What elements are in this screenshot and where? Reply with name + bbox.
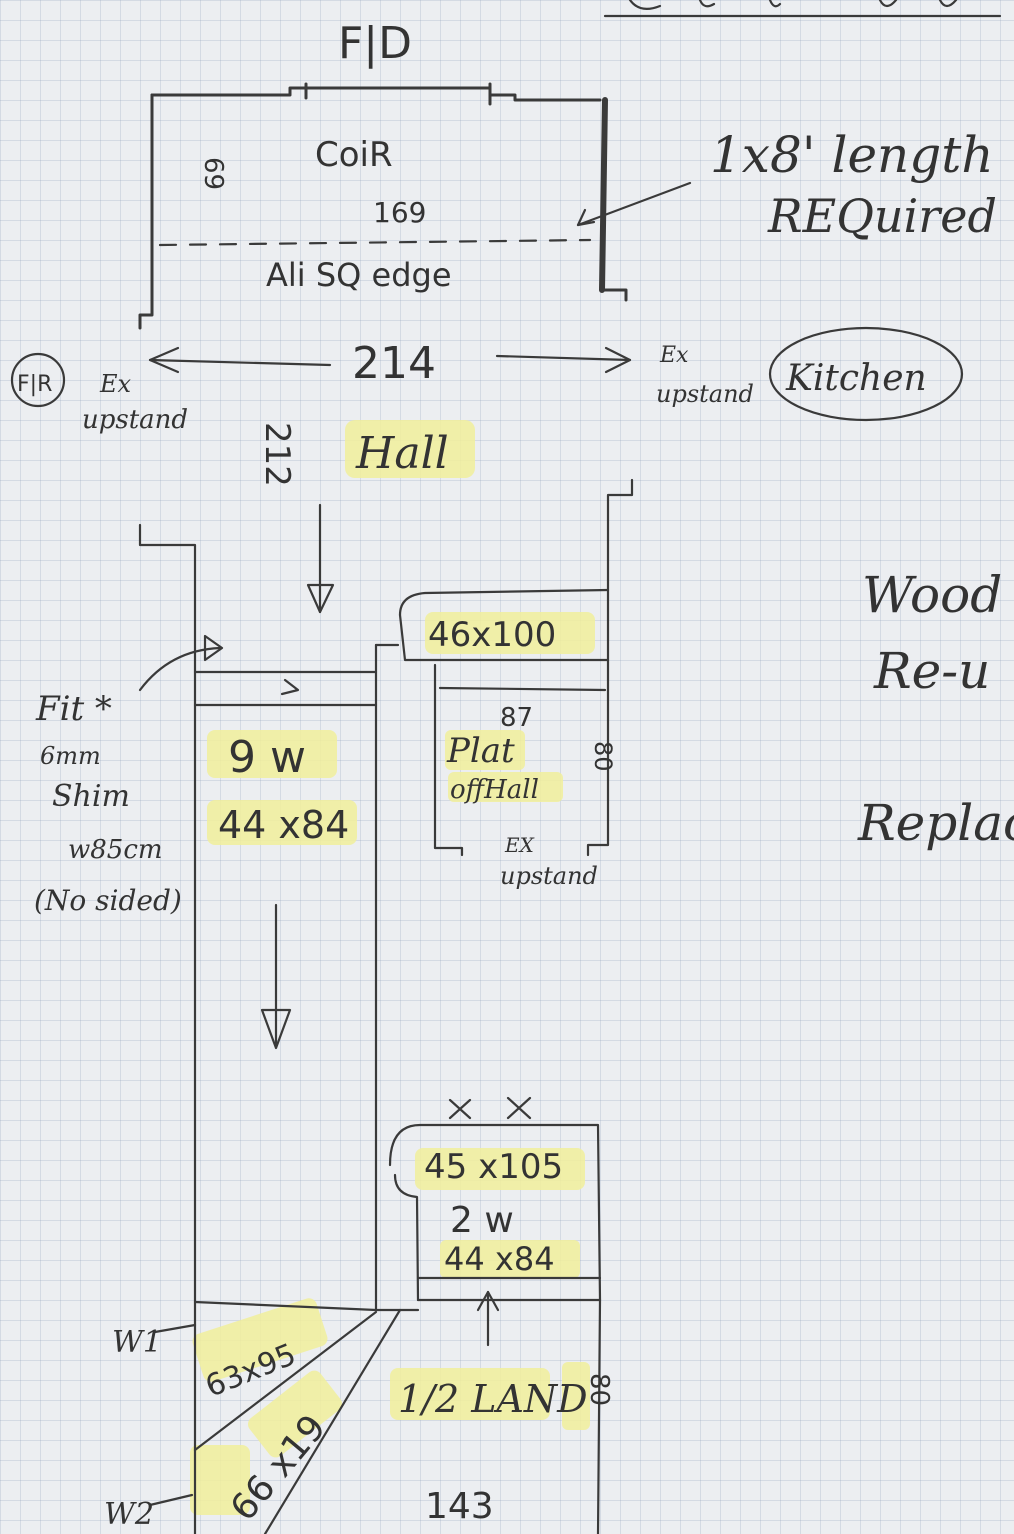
ex-upstand-mid-1: EX xyxy=(504,833,535,857)
front-door-label: F|D xyxy=(338,18,412,69)
width-214-label: 214 xyxy=(352,338,436,389)
ex-upstand-right-1: Ex xyxy=(659,343,689,368)
two-winders: 2 w xyxy=(450,1200,514,1241)
hall-label: Hall xyxy=(355,428,449,479)
width-214-dimension xyxy=(148,346,632,374)
side-replace: Replac xyxy=(857,794,1014,852)
ex-upstand-right-2: upstand xyxy=(656,380,754,408)
fit-w85cm: w85cm xyxy=(68,835,163,865)
fr-label: F|R xyxy=(17,372,52,397)
highlighter-marks xyxy=(190,420,595,1515)
plat-label: Plat xyxy=(446,731,515,771)
fit-no-sided: (No sided) xyxy=(34,884,182,917)
ex-upstand-left-1: Ex xyxy=(99,370,132,398)
hall-outline xyxy=(138,478,634,1534)
fit-shim: Shim xyxy=(52,779,130,814)
hall-depth-label: 212 xyxy=(257,422,297,487)
size-46x100: 46x100 xyxy=(428,615,556,655)
coir-depth-label: 69 xyxy=(198,157,228,190)
plat-87: 87 xyxy=(500,703,533,733)
size-44x84-a: 44 x84 xyxy=(218,803,349,847)
side-reuse: Re-u xyxy=(873,642,990,700)
edge-label: Ali SQ edge xyxy=(266,256,452,294)
w2-label: W2 xyxy=(104,1497,154,1532)
w1-label: W1 xyxy=(112,1325,162,1360)
half-landing: 1/2 LAND xyxy=(398,1377,588,1421)
width-143: 143 xyxy=(425,1486,494,1527)
fr-circle xyxy=(10,352,66,408)
nine-winders: 9 w xyxy=(228,732,306,783)
plat-off-hall: offHall xyxy=(450,775,539,805)
coir-width-label: 169 xyxy=(373,196,426,229)
size-45x105: 45 x105 xyxy=(424,1147,563,1187)
fit-6mm: 6mm xyxy=(40,742,101,770)
coir-area-outline xyxy=(138,82,692,330)
note-length: 1x8' length xyxy=(710,126,994,184)
ex-upstand-mid-2: upstand xyxy=(500,862,598,890)
kitchen-label: Kitchen xyxy=(785,358,927,399)
size-44x84-b: 44 x84 xyxy=(444,1240,555,1278)
plat-80: 80 xyxy=(589,741,617,772)
kitchen-bubble xyxy=(768,326,964,422)
heading-fragment xyxy=(628,0,958,11)
note-required: REQuired xyxy=(767,189,997,243)
coir-label: CoiR xyxy=(315,135,393,175)
side-wood: Wood xyxy=(862,566,1002,624)
ex-upstand-left-2: upstand xyxy=(82,405,188,435)
fit-label: Fit * xyxy=(35,689,112,729)
land-80: 80 xyxy=(584,1373,614,1406)
